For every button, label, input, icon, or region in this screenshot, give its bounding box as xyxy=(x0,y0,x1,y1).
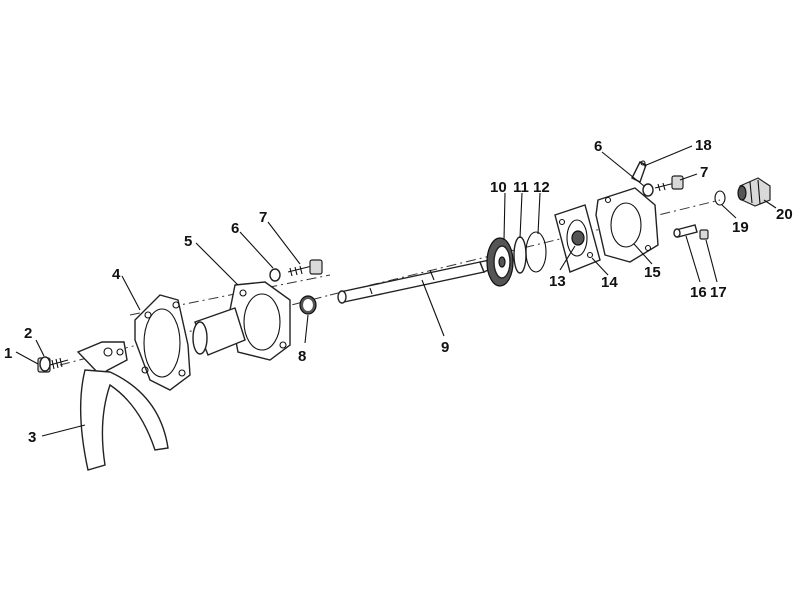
part-11-ring xyxy=(513,236,527,274)
label-17: 17 xyxy=(710,284,727,301)
label-12: 12 xyxy=(533,179,550,196)
part-16-pin xyxy=(673,224,698,238)
axis-line-upper xyxy=(129,274,331,316)
part-17-plug xyxy=(699,229,709,240)
leader-lines xyxy=(15,145,777,437)
part-3-shift-fork xyxy=(76,341,169,471)
label-7-left: 7 xyxy=(259,209,267,226)
label-19: 19 xyxy=(732,219,749,236)
label-7-right: 7 xyxy=(700,164,708,181)
label-16: 16 xyxy=(690,284,707,301)
part-18-lever xyxy=(631,160,647,183)
part-10-flange xyxy=(486,237,514,287)
label-1: 1 xyxy=(4,345,12,362)
label-20: 20 xyxy=(776,206,793,223)
label-10: 10 xyxy=(490,179,507,196)
part-20-cap xyxy=(737,177,771,207)
label-5: 5 xyxy=(184,233,192,250)
part-7-bolt-left xyxy=(287,259,323,277)
part-13-bearing xyxy=(571,230,585,246)
part-6-washer-left xyxy=(269,268,281,282)
part-19-o-ring xyxy=(714,190,726,206)
label-6-left: 6 xyxy=(231,220,239,237)
label-4: 4 xyxy=(112,266,121,283)
part-9-shaft xyxy=(337,259,493,304)
part-2-washer xyxy=(39,356,51,372)
label-18: 18 xyxy=(695,137,712,154)
part-8-o-ring-hole xyxy=(303,299,313,311)
label-13: 13 xyxy=(549,273,566,290)
label-14: 14 xyxy=(601,274,618,291)
part-7-bolt-right xyxy=(654,175,684,192)
label-8: 8 xyxy=(298,348,306,365)
label-9: 9 xyxy=(441,339,449,356)
part-4-gasket xyxy=(134,294,191,391)
label-15: 15 xyxy=(644,264,661,281)
label-6-right: 6 xyxy=(594,138,602,155)
part-5-housing xyxy=(192,281,291,361)
part-12-o-ring xyxy=(525,231,547,273)
label-11: 11 xyxy=(513,179,529,196)
label-2: 2 xyxy=(24,325,32,342)
callout-labels: 1 2 3 4 5 6 7 8 9 10 11 12 13 14 15 6 18… xyxy=(4,137,793,446)
part-6-washer-right xyxy=(642,183,654,197)
label-3: 3 xyxy=(28,429,36,446)
part-15-cover xyxy=(595,187,659,263)
